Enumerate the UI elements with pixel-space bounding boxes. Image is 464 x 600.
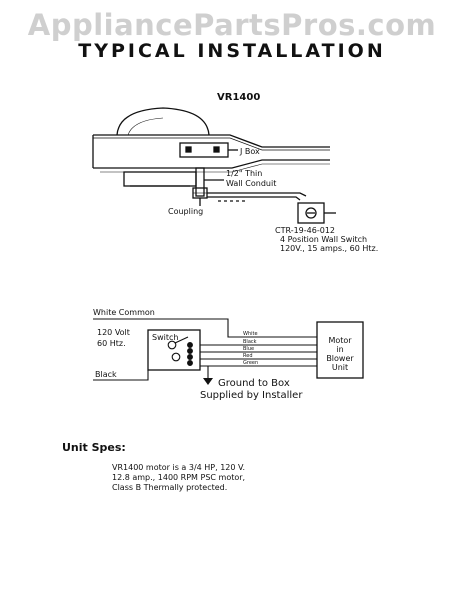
installer-label: Supplied by Installer (200, 390, 303, 401)
specs-body: VR1400 motor is a 3/4 HP, 120 V. 12.8 am… (112, 463, 342, 493)
specs-line: VR1400 motor is a 3/4 HP, 120 V. (112, 463, 246, 472)
housing-base (123, 171, 197, 187)
watermark: AppliancePartsPros.com (27, 8, 437, 42)
ground-arrow (203, 378, 213, 385)
specs-line: 12.8 amp., 1400 RPM PSC motor, (112, 473, 246, 482)
wire-label-red: Red (243, 353, 253, 359)
page-title: TYPICAL INSTALLATION (78, 40, 386, 62)
conduit-label-line2: Wall Conduit (226, 179, 276, 188)
switch-box (147, 329, 201, 371)
blower-unit-drawing (92, 107, 336, 224)
white-common-label: White Common (93, 308, 155, 317)
switch-rating: 120V., 15 amps., 60 Htz. (280, 244, 378, 253)
dome (116, 107, 210, 136)
wiring-diagram (93, 318, 364, 381)
cable-run (207, 192, 307, 197)
wire-label-green: Green (243, 360, 258, 366)
switch-part-number: CTR-19-46-012 (275, 226, 335, 235)
unit-specs: Unit Spes: VR1400 motor is a 3/4 HP, 120… (62, 441, 342, 493)
conduit (195, 167, 205, 197)
specs-heading: Unit Spes: (62, 441, 126, 454)
wire-label-white: White (243, 331, 258, 337)
motor-label-line3: Blower (326, 354, 354, 363)
wire-label-black: Black (243, 339, 257, 345)
ground-label: Ground to Box (218, 378, 290, 389)
motor-label-line1: Motor (328, 336, 352, 345)
frequency-label: 60 Htz. (97, 339, 126, 348)
motor-label-line2: in (336, 345, 343, 354)
model-label: VR1400 (217, 92, 260, 103)
voltage-label: 120 Volt (97, 328, 130, 337)
switch-description: 4 Position Wall Switch (280, 235, 367, 244)
specs-line: Class B Thermally protected. (112, 483, 228, 492)
motor-box (316, 321, 364, 379)
housing-bottom (93, 159, 330, 169)
black-supply-wire (93, 370, 149, 381)
housing-top (93, 134, 330, 148)
black-supply-label: Black (95, 370, 117, 379)
j-box-label: J Box (239, 147, 260, 156)
coupling-label: Coupling (168, 207, 203, 216)
white-common-wire (93, 318, 317, 338)
motor-label-line4: Unit (332, 363, 348, 372)
wire-label-blue: Blue (243, 346, 254, 352)
switch-label: Switch (152, 333, 178, 342)
conduit-label-line1: 1/2" Thin (226, 169, 262, 178)
